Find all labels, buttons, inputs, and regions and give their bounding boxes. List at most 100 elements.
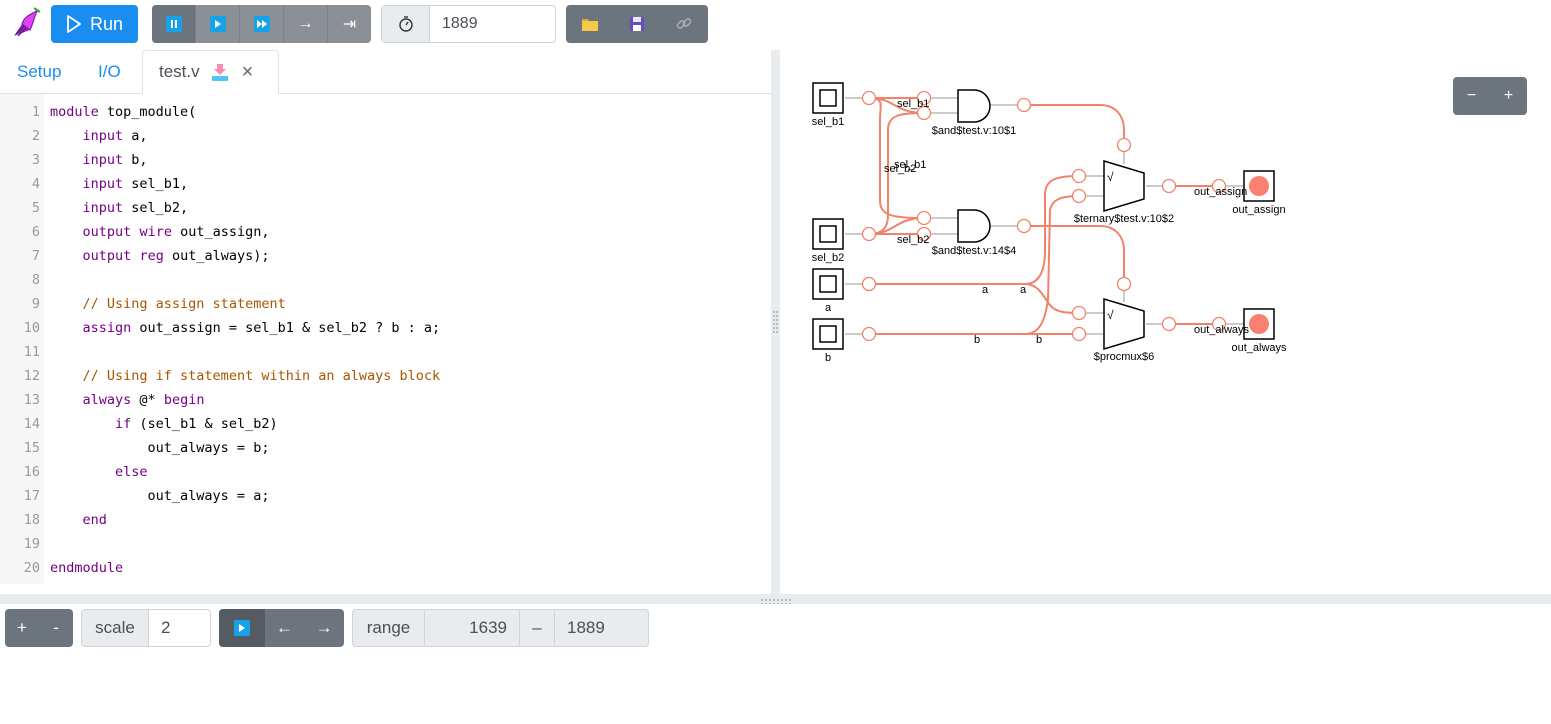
gate-label: $procmux$6 — [1094, 351, 1155, 363]
timer-input[interactable]: 1889 — [442, 15, 478, 32]
run-button[interactable]: Run — [51, 5, 138, 43]
code-line: out_always = a; — [50, 488, 270, 504]
app-logo-icon — [14, 7, 41, 37]
folder-icon — [581, 19, 598, 31]
play-icon — [209, 16, 226, 32]
line-number: 14 — [23, 416, 40, 432]
play-outline-icon — [67, 15, 81, 33]
range-end-input[interactable]: 1889 — [567, 618, 605, 637]
scale-input[interactable]: 2 — [161, 618, 171, 637]
code-line: if (sel_b1 & sel_b2) — [115, 416, 278, 432]
tab-bar: Setup I/O test.v × — [0, 50, 771, 94]
line-number: 2 — [31, 128, 40, 144]
line-number: 6 — [31, 224, 40, 240]
line-number: 10 — [23, 320, 40, 336]
input-label: a — [825, 302, 832, 314]
port-circle — [1161, 178, 1177, 194]
vertical-splitter[interactable] — [771, 50, 780, 594]
code-line: out_always = b; — [50, 440, 270, 456]
wire-label: sel_b2 — [897, 234, 929, 246]
wire-label: b — [974, 334, 980, 346]
gate-label: $ternary$test.v:10$2 — [1074, 213, 1174, 225]
tab-setup-label: Setup — [17, 62, 62, 81]
port-circle — [1071, 326, 1087, 342]
port-circle — [1071, 168, 1087, 184]
port-circle — [1016, 218, 1032, 234]
port-circle — [1161, 316, 1177, 332]
wire — [869, 195, 1080, 335]
input-toggle — [819, 89, 837, 107]
close-tab-icon[interactable]: × — [241, 60, 254, 83]
code-line: output reg out_always); — [82, 248, 270, 264]
wire — [868, 217, 925, 235]
open-button[interactable] — [566, 5, 613, 43]
code-line: output wire out_assign, — [82, 224, 270, 240]
code-line: module top_module( — [50, 104, 197, 120]
gate-label: $and$test.v:14$4 — [932, 245, 1016, 257]
waveform-next-button[interactable]: → — [315, 618, 333, 637]
waveform-toolbar: + - scale 2 ← → range 1639 – 1889 — [0, 604, 1551, 724]
horizontal-splitter[interactable] — [0, 594, 1551, 605]
waveform-zoom-out-button[interactable]: - — [53, 618, 59, 637]
code-line: assign out_assign = sel_b1 & sel_b2 ? b … — [82, 320, 441, 336]
and-gate — [957, 209, 991, 243]
wire-label: out_always — [1194, 324, 1250, 336]
step-end-button[interactable]: ⇥ — [327, 5, 371, 43]
waveform-play-button[interactable] — [219, 609, 265, 647]
tab-test-v[interactable]: test.v × — [142, 50, 279, 94]
input-label: sel_b1 — [812, 116, 844, 128]
step-button[interactable]: → — [283, 5, 327, 43]
tab-test-v-label: test.v — [159, 62, 200, 81]
file-controls — [566, 5, 708, 43]
port-circle — [861, 90, 877, 106]
port-circle — [1211, 178, 1227, 194]
line-number: 19 — [23, 536, 40, 552]
line-number: 5 — [31, 200, 40, 216]
line-number: 12 — [23, 368, 40, 384]
step-end-icon: ⇥ — [342, 16, 357, 33]
port-circle — [916, 210, 932, 226]
port-circle — [1071, 188, 1087, 204]
save-button[interactable] — [613, 5, 660, 43]
file-upload-icon[interactable] — [210, 62, 230, 82]
tab-io[interactable]: I/O — [98, 50, 121, 94]
wire-label: b — [1036, 334, 1042, 346]
line-number: 20 — [23, 560, 40, 576]
run-label: Run — [89, 13, 124, 34]
line-number: 16 — [23, 464, 40, 480]
range-start-input[interactable]: 1639 — [425, 610, 520, 646]
code-line: endmodule — [50, 560, 124, 576]
share-link-button[interactable] — [660, 5, 707, 43]
pause-button[interactable] — [152, 5, 195, 43]
play-button[interactable] — [195, 5, 239, 43]
output-led — [1249, 314, 1269, 334]
line-number: 1 — [31, 104, 40, 120]
port-circle — [861, 276, 877, 292]
pause-icon — [165, 16, 182, 32]
input-label: sel_b2 — [812, 252, 844, 264]
output-label: out_assign — [1232, 204, 1285, 216]
wire-label: sel_b1 — [897, 98, 929, 110]
fast-forward-button[interactable] — [239, 5, 283, 43]
waveform-prev-button[interactable]: ← — [275, 618, 293, 637]
input-toggle — [819, 325, 837, 343]
wire — [1024, 225, 1125, 284]
grip-icon — [773, 311, 778, 333]
wire — [869, 175, 1080, 285]
step-arrow-icon: → — [297, 15, 314, 32]
code-editor[interactable]: 1 2 3 4 5 6 7 8 9 10 11 12 13 14 15 16 1… — [0, 94, 771, 584]
circuit-diagram[interactable]: sel_b1 sel_b2a b $and$test.v:10$1 $and$test.… — [780, 50, 1551, 594]
input-toggle — [819, 225, 837, 243]
tab-setup[interactable]: Setup — [17, 50, 61, 94]
zoom-in-button[interactable]: + — [1503, 87, 1514, 104]
line-number: 18 — [23, 512, 40, 528]
simulation-controls: → ⇥ — [152, 5, 371, 43]
output-label: out_always — [1231, 342, 1287, 354]
waveform-zoom-in-button[interactable]: + — [17, 618, 27, 637]
zoom-out-button[interactable]: − — [1466, 87, 1477, 104]
mux-shape — [1103, 297, 1145, 351]
port-circle — [916, 226, 932, 242]
scale-label: scale — [82, 610, 149, 646]
gate-label: $and$test.v:10$1 — [932, 125, 1016, 137]
line-number: 8 — [31, 272, 40, 288]
